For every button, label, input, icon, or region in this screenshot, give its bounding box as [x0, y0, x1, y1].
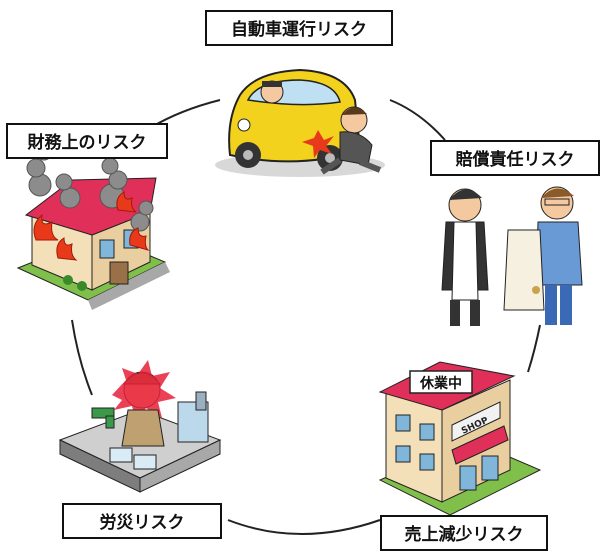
label-sales-risk: 売上減少リスク — [380, 515, 548, 551]
burning-house-illustration — [16, 143, 170, 310]
arc-left — [71, 319, 93, 396]
label-liability-risk: 賠償責任リスク — [430, 140, 600, 176]
closed-sign-board — [409, 370, 473, 394]
label-financial-risk: 財務上のリスク — [6, 123, 168, 159]
factory-injury-illustration — [58, 360, 222, 493]
arc-top-right — [389, 99, 446, 141]
car-accident-illustration — [215, 68, 385, 177]
arc-bottom — [227, 519, 381, 535]
liability-illustration — [441, 186, 583, 326]
closed-shop-illustration: SHOP 休業中 — [378, 361, 542, 516]
closed-sign-text: 休業中 — [419, 375, 462, 392]
label-auto-risk: 自動車運行リスク — [205, 10, 393, 46]
label-labor-risk: 労災リスク — [62, 503, 222, 539]
arc-right — [527, 324, 541, 373]
